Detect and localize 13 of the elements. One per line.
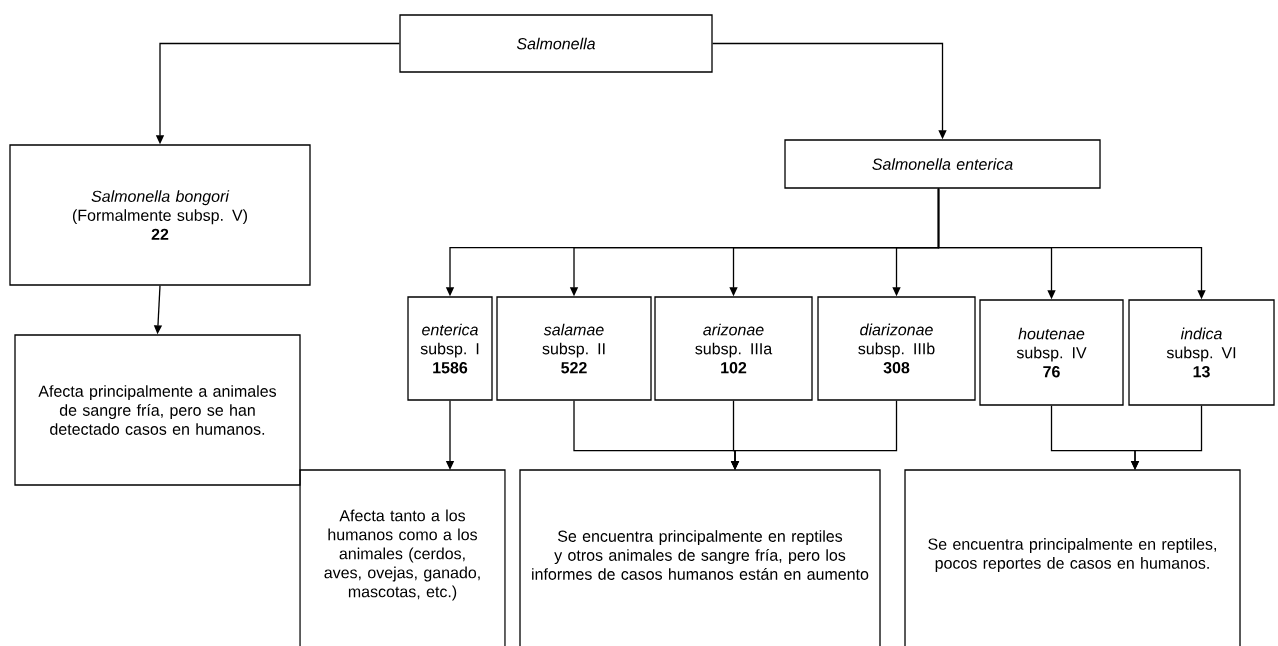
- taxon-box: Salmonella bongori (Formalmente subsp. V) 22: [9, 144, 311, 286]
- taxon-box: Salmonella enterica: [784, 139, 1101, 189]
- taxon-box: Se encuentra principalmente en reptiles, pocos reportes de casos en humanos.: [904, 469, 1241, 646]
- taxon-box: Afecta principalmente a animales de sangre fría, pero se han detectado casos en humanos.: [14, 334, 301, 486]
- taxon-box: diarizonae subsp. IIIb 308: [817, 296, 976, 401]
- taxon-box: houtenae subsp. IV 76: [979, 299, 1124, 406]
- taxon-box: enterica subsp. I 1586: [407, 296, 493, 401]
- taxon-box: salamae subsp. II 522: [496, 296, 652, 401]
- taxon-box: Afecta tanto a los humanos como a los animales (cerdos, aves, ovejas, ganado, mascotas, etc.): [299, 469, 506, 646]
- taxon-box: Salmonella: [399, 14, 713, 73]
- taxon-box: Se encuentra principalmente en reptiles y otros animales de sangre fría, pero los informes de casos humanos están en aumento: [519, 469, 881, 646]
- taxon-box: arizonae subsp. IIIa 102: [654, 296, 813, 401]
- taxon-box: indica subsp. VI 13: [1128, 299, 1275, 406]
